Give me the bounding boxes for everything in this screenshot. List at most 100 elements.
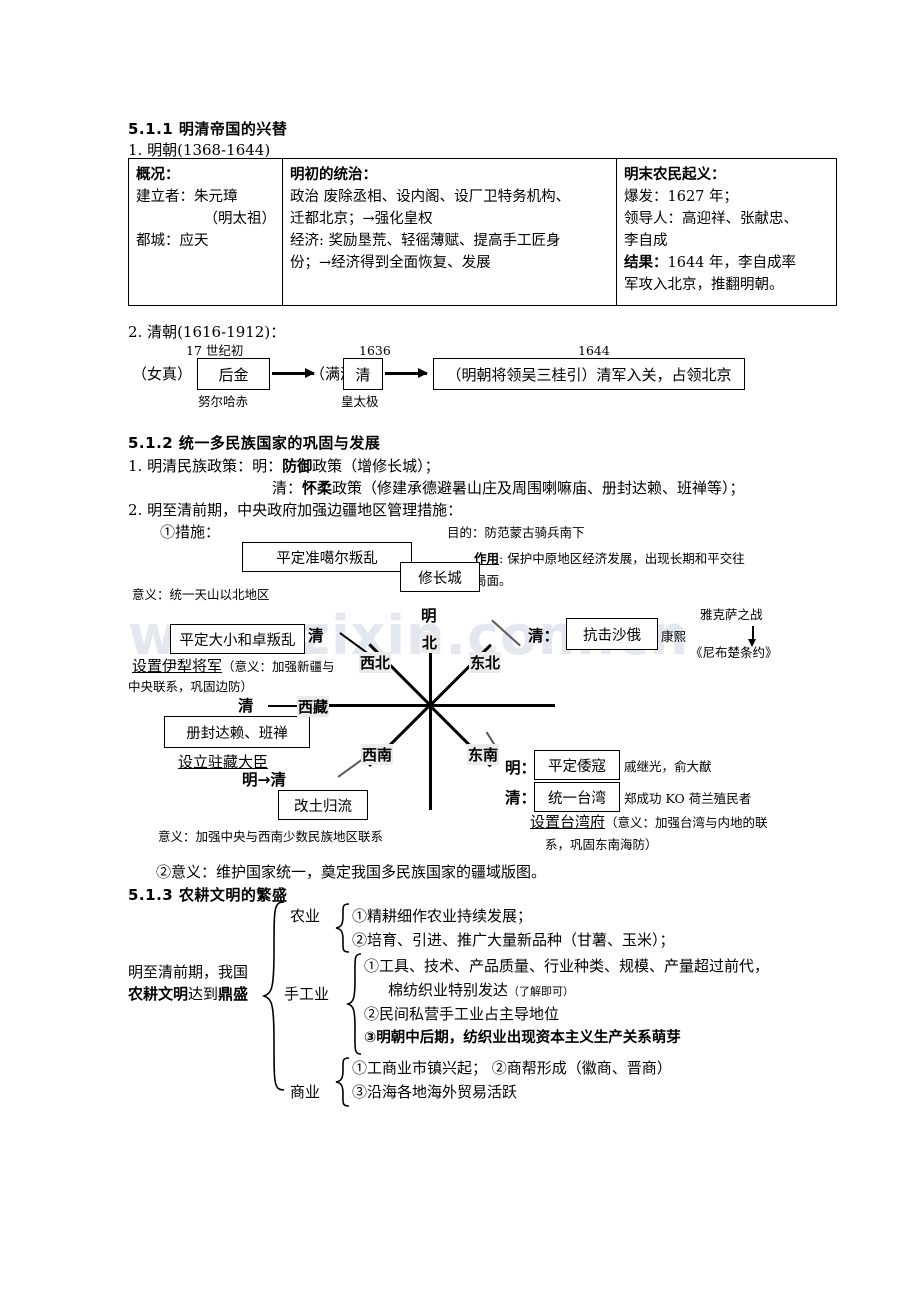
heading-5-1-3: 5.1.3 农耕文明的繁盛 [128,886,288,904]
box-pacify-pirates: 平定倭寇 [534,750,620,780]
direction-tibet: 西藏 [297,696,330,717]
item-qing-dynasty: 2. 清朝(1616-1912)： [128,323,286,341]
taiwan-prefecture-under: 设置台湾府 [530,813,606,831]
direction-northwest: 西北 [359,652,392,673]
meaning-southwest: 意义：加强中央与西南少数民族地区联系 [158,829,384,844]
agri-left-bold2: 鼎盛 [218,985,249,1003]
overview-founder-alt: （明太祖） [203,211,277,228]
agri-group-label: 农业 [290,907,321,925]
handicraft-item-3: ③明朝中后期，纺织业出现资本主义生产关系萌芽 [364,1030,681,1046]
ming-summary-table: 概况： 建立者：朱元璋 （明太祖） 都城：应天 明初的统治： 政治 废除丞相、设… [128,157,837,307]
compass-axis-vertical [429,645,432,810]
overview-head: 概况： [136,167,180,183]
policy-ming-text: 政策（增修长城）； [312,457,440,475]
commerce-group-label: 商业 [290,1083,321,1101]
label-kangxi: 康熙 [661,629,687,644]
handicraft-item-1b: 棉纺织业特别发达（了解即可） [388,980,574,1002]
label-ming-north: 明 [421,607,437,625]
rule-economy-1: 经济: 奖励垦荒、轻徭薄赋、提高手工匠身 [290,233,561,250]
meaning-tianshan: 意义：统一天山以北地区 [132,587,270,602]
table-cell-uprising: 明末农民起义： 爆发：1627 年； 领导人：高迎祥、张献忠、 李自成 结果：1… [616,157,837,307]
handicraft-cotton: 棉纺织业特别发达 [388,981,509,999]
uprising-leaders-1: 领导人：高迎祥、张献忠、 [624,211,798,228]
box-build-great-wall: 修长城 [400,562,480,592]
flow-box1-year: 17 世纪初 [186,343,244,358]
rule-politics-1: 政治 废除丞相、设内阁、设厂卫特务机构、 [290,189,571,206]
overview-capital: 都城：应天 [136,233,209,250]
label-yaksa-war: 雅克萨之战 [700,607,763,622]
policy-qing-text: 政策（修建承德避暑山庄及周围喇嘛庙、册封达赖、班禅等）； [332,479,745,497]
yili-general-tail: （意义：加强新疆与 [222,659,335,674]
agri-left-mid: 达到 [188,985,219,1003]
commerce-item-1: ①工商业市镇兴起； ②商帮形成（徽商、晋商） [352,1059,672,1077]
agri-left-line2: 农耕文明达到鼎盛 [128,984,248,1006]
box-confer-dalai-panchen: 册封达赖、班禅 [164,716,310,748]
flow-arrow-2 [385,368,428,378]
border-measures-label: ①措施： [160,523,221,541]
agri-brace [335,903,350,953]
minister-tibet-under: 设立驻藏大臣 [178,753,269,771]
border-meaning-summary: ②意义：维护国家统一，奠定我国多民族国家的疆域版图。 [156,863,547,881]
taiwan-prefecture-tail2: 系，巩固东南海防） [545,837,658,852]
yili-general-tail2: 中央联系，巩固边防） [128,679,254,694]
note-zhengchenggong: 郑成功 KO 荷兰殖民者 [624,791,752,806]
border-effect-text: : 保护中原地区经济发展，出现长期和平交往 [499,551,745,566]
box-unify-taiwan: 统一台湾 [534,782,620,812]
border-management-item: 2. 明至清前期，中央政府加强边疆地区管理措施： [128,501,463,519]
arrow-down-treaty [748,626,756,647]
policy-ming-prefix: 1. 明清民族政策：明： [128,457,283,475]
flow-box2-person: 皇太极 [341,394,379,409]
handicraft-item-2: ②民间私营手工业占主导地位 [364,1005,560,1023]
flow-box1-person: 努尔哈赤 [198,394,249,409]
handicraft-item-1: ①工具、技术、产品质量、行业种类、规模、产量超过前代， [364,957,770,975]
flow-box-houjin: 后金 [197,358,270,390]
direction-southeast: 东南 [467,744,500,765]
border-effect-cont: 局面。 [474,573,512,588]
table-cell-rule: 明初的统治： 政治 废除丞相、设内阁、设厂卫特务机构、 迁都北京；→强化皇权 经… [282,157,617,307]
heading-5-1-1: 5.1.1 明清帝国的兴替 [128,120,288,138]
label-ming-se: 明： [505,759,537,777]
label-nerchinsk-treaty: 《尼布楚条约》 [690,645,778,660]
flow-arrow-1 [272,368,315,378]
overview-founder: 建立者：朱元璋 [136,189,238,206]
direction-northeast: 东北 [469,652,502,673]
box-gaitu-guiliu: 改土归流 [278,790,368,820]
policy-ming: 1. 明清民族政策：明：防御政策（增修长城）； [128,456,440,478]
uprising-outbreak: 爆发：1627 年； [624,189,739,206]
connector-west-dash [268,705,298,708]
rule-politics-2: 迁都北京；→强化皇权 [290,211,433,228]
uprising-result-2: 军攻入北京，推翻明朝。 [624,277,784,294]
flow-box-beijing: （明朝将领吴三桂引）清军入关，占领北京 [433,358,745,390]
direction-southwest: 西南 [361,744,394,765]
table-row: 概况： 建立者：朱元璋 （明太祖） 都城：应天 明初的统治： 政治 废除丞相、设… [128,157,837,307]
flow-box-qing: 清 [343,358,383,390]
yili-general-under: 设置伊犁将军 [132,657,223,675]
agri-left-bold1: 农耕文明 [128,985,189,1003]
agri-item-2: ②培育、引进、推广大量新品种（甘薯、玉米）； [352,931,675,949]
item-ming-dynasty: 1. 明朝(1368-1644) [128,141,271,159]
flow-prefix-nuzhen: （女真） [132,365,193,383]
border-effect-label: 作用 [474,551,500,566]
flow-box2-year: 1636 [359,343,391,358]
uprising-head: 明末农民起义： [624,167,726,183]
uprising-leaders-2: 李自成 [624,233,668,250]
policy-qing-keyword: 怀柔 [302,479,333,497]
border-effect: 作用: 保护中原地区经济发展，出现长期和平交往 [474,550,745,568]
box-pacify-hezhuo: 平定大小和卓叛乱 [170,624,305,654]
label-qing-ne: 清： [528,627,560,645]
border-purpose: 目的：防范蒙古骑兵南下 [447,525,585,540]
uprising-result-1: 1644 年，李自成率 [667,255,797,272]
heading-5-1-2: 5.1.2 统一多民族国家的巩固与发展 [128,434,381,452]
direction-north: 北 [421,632,439,653]
table-cell-overview: 概况： 建立者：朱元璋 （明太祖） 都城：应天 [128,157,283,307]
taiwan-prefecture-tail: （意义：加强台湾与内地的联 [605,815,768,830]
label-qing-nw: 清 [308,627,324,645]
policy-ming-keyword: 防御 [282,457,313,475]
flow-box3-year: 1644 [578,343,610,358]
commerce-brace [335,1057,350,1107]
note-qi-yu: 戚继光，俞大猷 [624,759,712,774]
uprising-result-label: 结果： [624,255,668,272]
box-resist-russia: 抗击沙俄 [566,618,658,650]
commerce-item-2: ③沿海各地海外贸易活跃 [352,1083,518,1101]
